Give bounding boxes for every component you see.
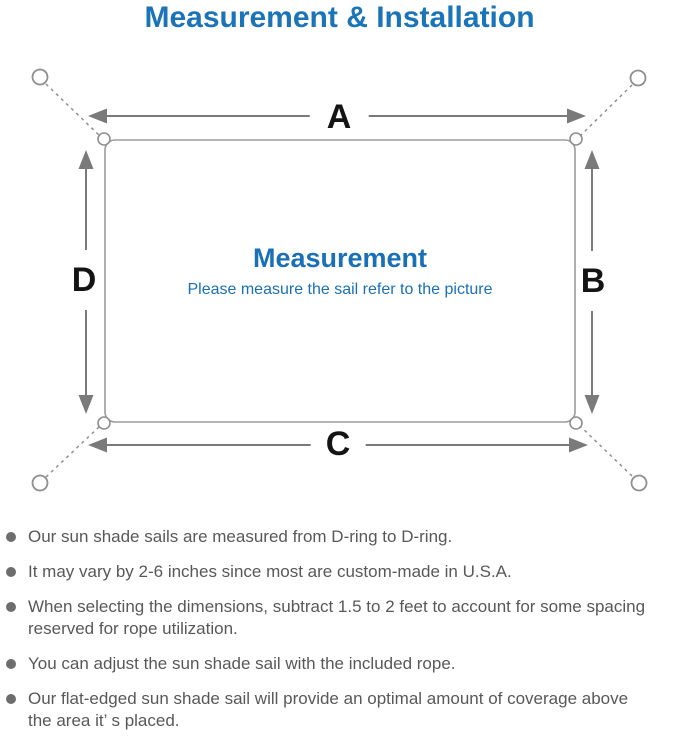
d-ring-icon (569, 132, 583, 146)
notes-list: Our sun shade sails are measured from D-… (6, 526, 677, 739)
list-item: When selecting the dimensions, subtract … (6, 596, 677, 640)
bullet-icon (6, 567, 16, 577)
arrow-c-head-left (88, 437, 107, 453)
arrow-d-head-top (78, 150, 94, 169)
rope-line-bottom-right (579, 425, 633, 477)
anchor-point-icon (31, 68, 49, 86)
page-title: Measurement & Installation (144, 1, 535, 34)
list-item: You can adjust the sun shade sail with t… (6, 653, 677, 675)
rope-lines (45, 83, 633, 478)
arrow-a-head-left (88, 108, 107, 124)
arrow-b-head-top (584, 150, 600, 169)
note-text: It may vary by 2-6 inches since most are… (28, 562, 512, 581)
note-text: You can adjust the sun shade sail with t… (28, 654, 456, 673)
rope-line-top-left (45, 83, 101, 137)
list-item: Our sun shade sails are measured from D-… (6, 526, 677, 548)
rope-line-bottom-left (45, 425, 101, 478)
diagram-caption-title: Measurement (252, 243, 428, 273)
bullet-icon (6, 659, 16, 669)
dimension-label-b: B (576, 251, 610, 311)
dimension-label-d: D (67, 250, 101, 310)
note-text: Our flat-edged sun shade sail will provi… (28, 689, 629, 730)
diagram-caption: Measurement Please measure the sail refe… (105, 243, 575, 299)
arrow-d-head-bottom (78, 395, 94, 414)
note-text: Our sun shade sails are measured from D-… (28, 527, 453, 546)
anchor-points (31, 68, 648, 492)
anchor-point-icon (629, 69, 647, 87)
dimension-label-a: A (309, 98, 369, 136)
dimension-label-c: C (310, 425, 366, 463)
list-item: Our flat-edged sun shade sail will provi… (6, 688, 677, 732)
diagram-caption-subtitle: Please measure the sail refer to the pic… (187, 281, 493, 298)
bullet-icon (6, 602, 16, 612)
sail-outline (104, 139, 576, 423)
note-text: When selecting the dimensions, subtract … (28, 597, 646, 638)
anchor-point-icon (31, 474, 49, 492)
arrow-b-head-bottom (584, 395, 600, 414)
d-ring-icon (97, 132, 111, 146)
list-item: It may vary by 2-6 inches since most are… (6, 561, 677, 583)
arrow-c-head-right (569, 437, 588, 453)
bullet-icon (6, 694, 16, 704)
d-rings (97, 132, 583, 430)
arrow-a-head-right (567, 108, 586, 124)
bullet-icon (6, 532, 16, 542)
anchor-point-icon (630, 474, 648, 492)
d-ring-icon (97, 416, 111, 430)
rope-line-top-right (579, 84, 633, 137)
d-ring-icon (569, 416, 583, 430)
